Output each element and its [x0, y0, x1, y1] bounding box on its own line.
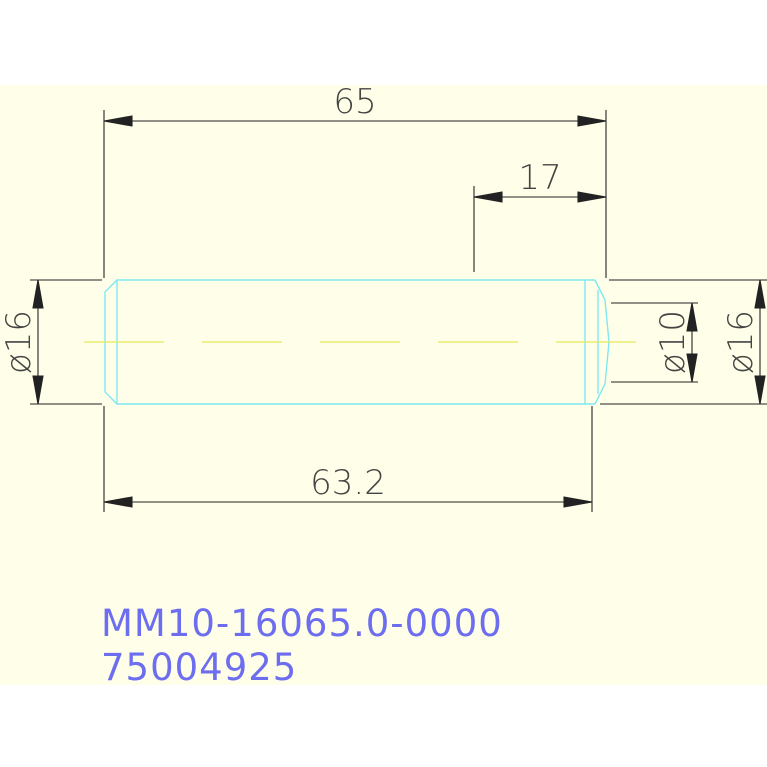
arrow-overall-right: [577, 115, 607, 127]
arrow-diam-step-top: [686, 302, 698, 332]
dimension-diameter-right: ø16: [721, 310, 761, 374]
arrow-step-left: [473, 191, 503, 203]
dimension-diameter-step: ø10: [653, 310, 693, 374]
dimension-body-length: 63.2: [310, 463, 386, 503]
arrow-diam-right-top: [754, 279, 766, 309]
arrow-diam-right-bottom: [754, 375, 766, 405]
arrow-diam-step-bottom: [686, 353, 698, 383]
arrow-body-left: [103, 496, 133, 508]
dimension-diameter-left: ø16: [0, 310, 39, 374]
order-number: 75004925: [101, 646, 297, 689]
dimension-lines: [30, 110, 767, 512]
sheet-background: [0, 85, 767, 685]
part-number: MM10-16065.0-0000: [101, 602, 503, 645]
arrow-diam-left-top: [32, 279, 44, 309]
dimension-step-length: 17: [518, 158, 561, 198]
arrow-overall-left: [103, 115, 133, 127]
arrow-diam-left-bottom: [32, 375, 44, 405]
dimension-overall-length: 65: [333, 82, 376, 122]
arrow-step-right: [577, 191, 607, 203]
arrow-body-right: [563, 496, 593, 508]
